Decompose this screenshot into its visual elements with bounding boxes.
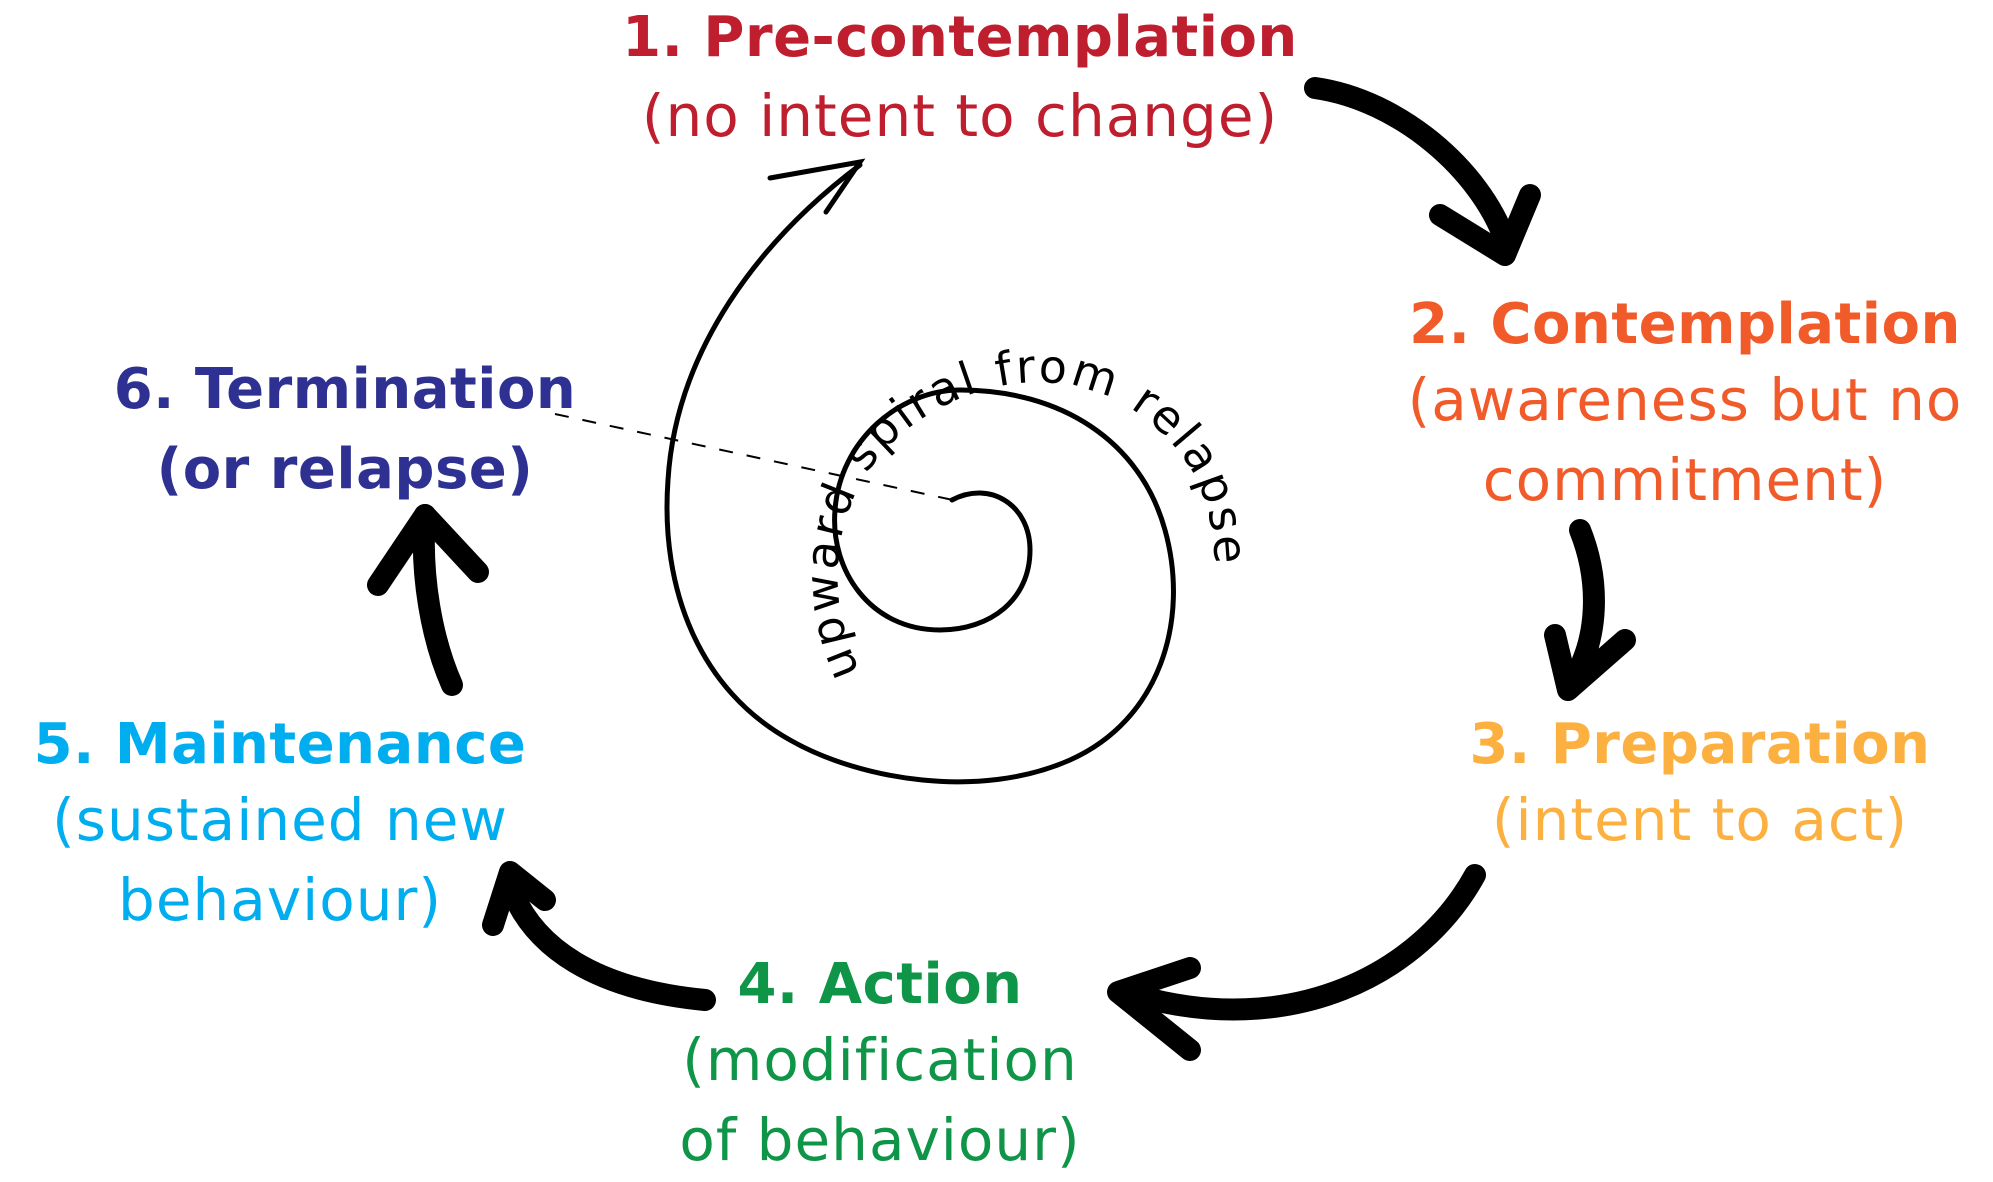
stage-6-title: 6. Termination (113, 357, 577, 422)
stage-2-description-line: (awareness but no (1407, 366, 1963, 434)
stage-5-description-line: behaviour) (118, 866, 442, 934)
arrow-3-to-4-icon (1107, 864, 1486, 1061)
stage-5-description-line: (sustained new (52, 786, 508, 854)
relapse-dashed-line (554, 413, 954, 501)
spiral-arrowhead-icon (767, 158, 866, 215)
stage-termination: 6. Termination (or relapse) (80, 350, 610, 510)
stage-2-title: 2. Contemplation (1409, 292, 1961, 357)
stage-contemplation: 2. Contemplation (awareness but no commi… (1370, 290, 1993, 520)
stage-preparation: 3. Preparation (intent to act) (1410, 710, 1990, 860)
stage-1-title: 1. Pre-contemplation (622, 5, 1298, 70)
spiral-line (664, 162, 1176, 785)
stage-3-title: 3. Preparation (1469, 712, 1931, 777)
stage-maintenance: 5. Maintenance (sustained new behaviour) (0, 710, 560, 940)
arrow-1-to-2-icon (1304, 77, 1541, 266)
stage-5-title: 5. Maintenance (33, 712, 527, 777)
stage-4-description-line: (modification (682, 1026, 1078, 1094)
stage-4-title: 4. Action (737, 952, 1023, 1017)
stage-1-description-line: (no intent to change) (641, 82, 1279, 150)
arrow-2-to-3-icon (1544, 519, 1636, 701)
stage-6-description: (or relapse) (80, 430, 610, 510)
cycle-arrows (367, 77, 1636, 1061)
spiral-label: upward spiral from relapse (794, 339, 1259, 689)
stage-5-description: (sustained new behaviour) (0, 780, 560, 940)
stage-pre-contemplation: 1. Pre-contemplation (no intent to chang… (560, 0, 1360, 156)
arrow-5-to-6-icon (367, 504, 489, 696)
arrow-4-to-5-icon (482, 861, 716, 1011)
spiral-label-text: upward spiral from relapse (794, 339, 1256, 689)
spiral (664, 158, 1176, 785)
stage-2-description-line: commitment) (1482, 446, 1888, 514)
stage-1-description: (no intent to change) (560, 76, 1360, 156)
stage-action: 4. Action (modification of behaviour) (640, 950, 1120, 1180)
stage-3-description: (intent to act) (1410, 780, 1990, 860)
stage-2-description: (awareness but no commitment) (1370, 360, 1993, 520)
stage-6-description-line: (or relapse) (156, 437, 534, 502)
stage-4-description: (modification of behaviour) (640, 1020, 1120, 1180)
stage-3-description-line: (intent to act) (1491, 786, 1909, 854)
stage-4-description-line: of behaviour) (679, 1106, 1081, 1174)
